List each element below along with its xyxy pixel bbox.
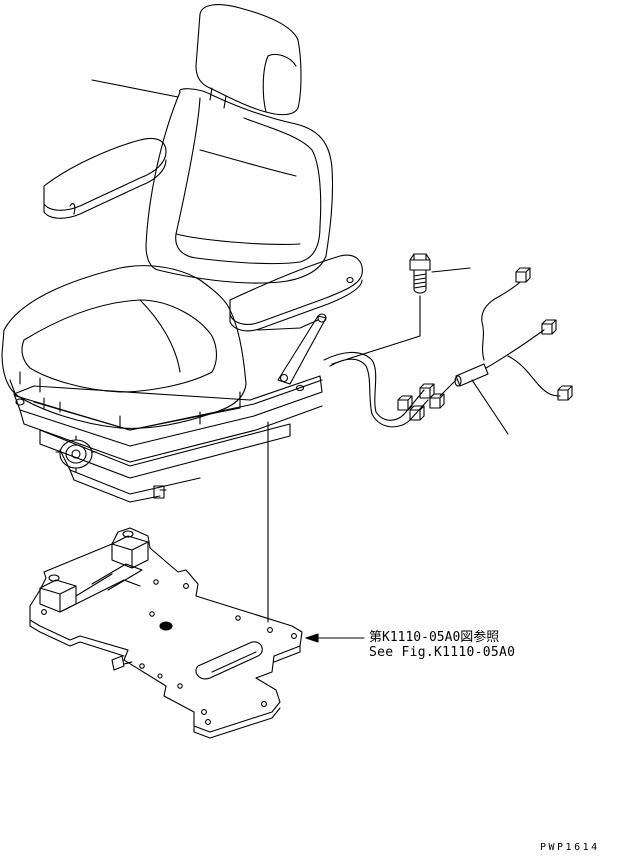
leader-line-harness <box>471 379 509 435</box>
suspension-bolt-left <box>15 398 25 406</box>
plate-hole <box>267 627 273 633</box>
plate-hole <box>153 579 159 585</box>
plate-hole <box>205 719 211 725</box>
reference-note-japanese: 第K1110-05A0図参照 <box>369 630 500 645</box>
seat-headrest <box>195 4 302 116</box>
harness-connector-7 <box>557 385 573 401</box>
plate-hole <box>235 615 241 621</box>
plate-hole <box>41 609 47 615</box>
seat-mounting-plate <box>29 527 365 739</box>
leader-line-seat <box>91 79 179 98</box>
height-adjust-knob <box>55 435 97 473</box>
slide-rail-end <box>153 485 165 499</box>
plate-pin <box>111 655 133 671</box>
seat-left-armrest <box>43 137 167 211</box>
plate-hole <box>183 583 189 589</box>
plate-hole <box>177 683 183 689</box>
plate-slot <box>195 641 263 680</box>
plate-block-right <box>111 530 149 569</box>
harness-tube <box>454 363 489 387</box>
plate-hole <box>149 611 155 617</box>
plate-center-boss <box>159 621 173 631</box>
harness-connector-4 <box>429 393 445 409</box>
drawing-code: PWP1614 <box>540 842 600 853</box>
seat-backrest <box>145 88 334 284</box>
plate-block-left <box>39 574 77 613</box>
harness-connector-5 <box>515 267 531 283</box>
reference-arrow <box>305 633 319 643</box>
suspension-bolt-right <box>295 384 305 392</box>
leader-line-bolt <box>431 267 471 273</box>
reference-note-english: See Fig.K1110-05A0 <box>369 645 516 660</box>
mounting-bolt <box>331 253 471 365</box>
harness-connector-2 <box>409 405 425 421</box>
seat-cushion <box>1 265 247 429</box>
harness-connector-6 <box>541 319 557 335</box>
plate-hole <box>157 673 163 679</box>
plate-hole <box>201 709 207 715</box>
harness-connector-1 <box>397 395 413 411</box>
seat-side-lever <box>277 315 327 385</box>
plate-hole <box>291 633 297 639</box>
seat-suspension <box>13 375 323 447</box>
operator-seat <box>1 4 363 503</box>
plate-hole <box>139 663 145 669</box>
seat-harness <box>323 267 573 435</box>
plate-hole <box>261 701 267 707</box>
seat-right-armrest <box>229 254 363 325</box>
